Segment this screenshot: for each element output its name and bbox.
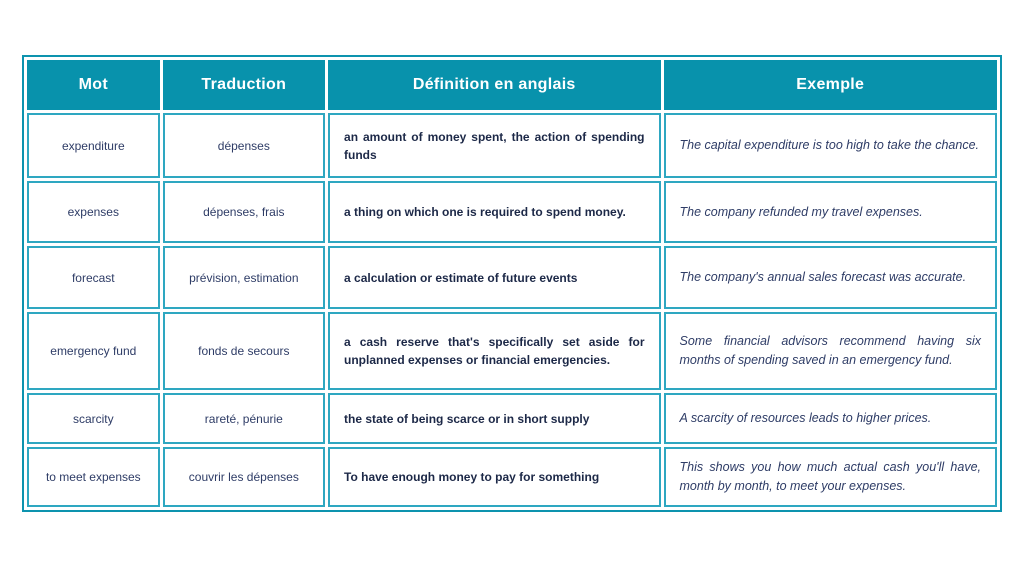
column-header-definition: Définition en anglais	[328, 60, 661, 110]
example-cell: This shows you how much actual cash you'…	[663, 447, 997, 507]
vocabulary-table-container: Mot Traduction Définition en anglais Exe…	[22, 55, 1002, 512]
table-row: to meet expenses couvrir les dépenses To…	[27, 447, 997, 507]
example-cell: A scarcity of resources leads to higher …	[663, 393, 997, 444]
table-row: forecast prévision, estimation a calcula…	[27, 246, 997, 309]
translation-cell: prévision, estimation	[162, 246, 326, 309]
vocabulary-table: Mot Traduction Définition en anglais Exe…	[22, 55, 1002, 512]
table-row: expenses dépenses, frais a thing on whic…	[27, 181, 997, 243]
column-header-word: Mot	[27, 60, 160, 110]
example-cell: Some financial advisors recommend having…	[663, 312, 997, 390]
translation-cell: couvrir les dépenses	[162, 447, 326, 507]
example-cell: The company refunded my travel expenses.	[663, 181, 997, 243]
definition-cell: the state of being scarce or in short su…	[328, 393, 661, 444]
translation-cell: dépenses	[162, 113, 326, 178]
table-row: expenditure dépenses an amount of money …	[27, 113, 997, 178]
example-cell: The capital expenditure is too high to t…	[663, 113, 997, 178]
translation-cell: dépenses, frais	[162, 181, 326, 243]
table-row: scarcity rareté, pénurie the state of be…	[27, 393, 997, 444]
translation-cell: rareté, pénurie	[162, 393, 326, 444]
word-cell: to meet expenses	[27, 447, 160, 507]
word-cell: forecast	[27, 246, 160, 309]
definition-cell: a calculation or estimate of future even…	[328, 246, 661, 309]
word-cell: scarcity	[27, 393, 160, 444]
translation-cell: fonds de secours	[162, 312, 326, 390]
definition-cell: a thing on which one is required to spen…	[328, 181, 661, 243]
column-header-example: Exemple	[663, 60, 997, 110]
example-cell: The company's annual sales forecast was …	[663, 246, 997, 309]
definition-cell: an amount of money spent, the action of …	[328, 113, 661, 178]
table-row: emergency fund fonds de secours a cash r…	[27, 312, 997, 390]
word-cell: expenses	[27, 181, 160, 243]
word-cell: expenditure	[27, 113, 160, 178]
column-header-translation: Traduction	[162, 60, 326, 110]
word-cell: emergency fund	[27, 312, 160, 390]
definition-cell: To have enough money to pay for somethin…	[328, 447, 661, 507]
header-row: Mot Traduction Définition en anglais Exe…	[27, 60, 997, 110]
definition-cell: a cash reserve that's specifically set a…	[328, 312, 661, 390]
